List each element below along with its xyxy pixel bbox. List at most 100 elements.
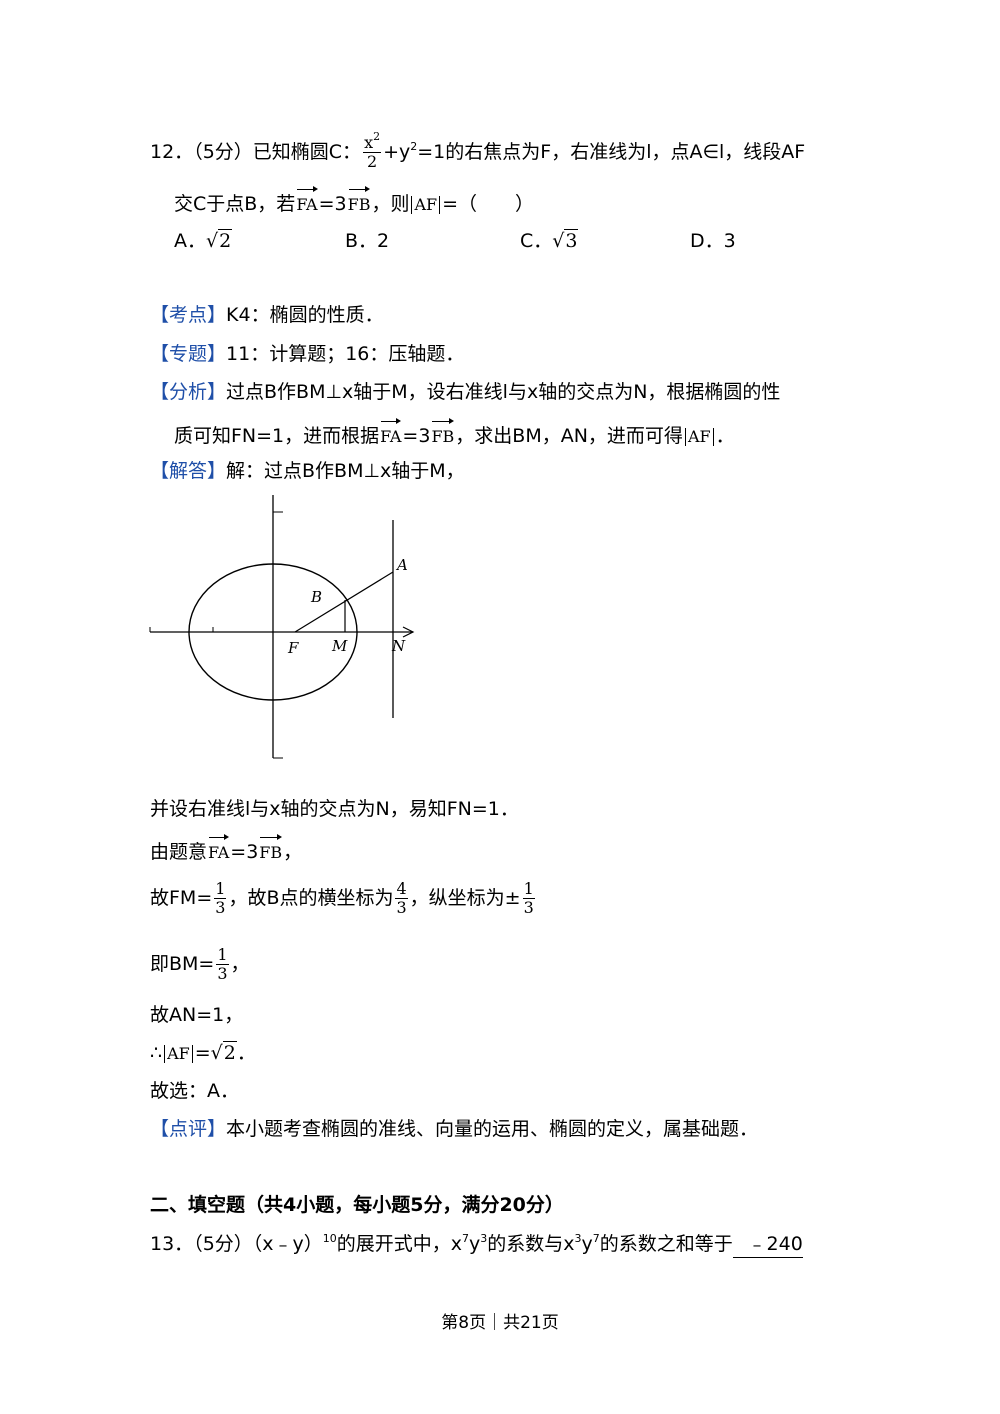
vector-fb: FB — [348, 186, 370, 218]
ellipse-fraction: x2 2 — [363, 131, 382, 171]
sol-l2b: ， — [283, 841, 303, 863]
frac-num: x — [364, 133, 374, 152]
abs-af: AF — [411, 196, 441, 214]
dianping-line: 【点评】本小题考查椭圆的准线、向量的运用、椭圆的定义，属基础题． — [150, 1116, 758, 1142]
sol-line5: 故AN=1， — [150, 1004, 244, 1026]
q13-d: 的系数与x — [487, 1233, 575, 1255]
label-b: B — [310, 588, 322, 606]
sol-l3b: ，故B点的横坐标为 — [228, 887, 394, 909]
sol-line6: ∴AF=√2． — [150, 1040, 256, 1066]
frac-den: 2 — [366, 152, 378, 171]
q12-stem-a: 已知椭圆C： — [252, 141, 362, 163]
zhuanti-line: 【专题】11：计算题；16：压轴题． — [150, 341, 464, 367]
q13-e3: 3 — [574, 1232, 582, 1245]
vector-fb: FB — [431, 418, 454, 450]
vector-fb: FB — [259, 834, 282, 866]
sol-line7: 故选：A． — [150, 1080, 239, 1102]
q12-stem-c: =1的右焦点为F，右准线为l，点A∈l，线段AF — [417, 141, 806, 163]
q12-option-a: A．√2 — [174, 228, 233, 254]
q13-e4: 7 — [592, 1232, 600, 1245]
kaodian-text: K4：椭圆的性质． — [226, 304, 384, 326]
sqrt-symbol: √2 — [206, 229, 233, 252]
q12-stem-b: +y — [383, 141, 411, 163]
fenxi-text2c: ． — [715, 425, 735, 447]
label-n: N — [391, 637, 406, 655]
q12-line2-a: 交C于点B，若 — [174, 193, 296, 215]
sol-l3a: 故FM= — [150, 887, 213, 909]
frac-den: 3 — [523, 898, 534, 917]
frac-num: 1 — [214, 879, 227, 899]
q13-e: y — [581, 1233, 593, 1255]
option-label: C． — [520, 230, 553, 252]
q12-number: 12． — [150, 141, 194, 163]
sqrt-symbol: √2 — [210, 1041, 237, 1064]
frac-den: 3 — [396, 898, 407, 917]
option-label: D． — [690, 230, 724, 252]
frac-num: 4 — [395, 879, 408, 899]
q13-number: 13． — [150, 1233, 194, 1255]
sol-l3c: ，纵坐标为± — [409, 887, 521, 909]
ellipse-curve — [188, 563, 358, 701]
label-f: F — [287, 639, 299, 657]
frac-num-exp: 2 — [373, 130, 381, 143]
q12-line2-c: =（ ） — [442, 193, 535, 215]
q13-f: 的系数之和等于 — [599, 1233, 733, 1255]
vector-fa: FA — [208, 834, 230, 866]
q13-a: （x﹣y） — [252, 1233, 323, 1255]
page-footer: 第8页｜共21页 — [441, 1313, 559, 1333]
jieda-text: 解：过点B作BM⊥x轴于M， — [226, 460, 465, 482]
fenxi-text2a: 质可知FN=1，进而根据 — [174, 425, 380, 447]
kaodian-tag: 【考点】 — [150, 304, 227, 326]
q12-option-c: C．√3 — [520, 228, 579, 254]
frac-num: 1 — [216, 945, 229, 965]
frac-den: 3 — [217, 964, 228, 983]
q13-line: 13．（5分）（x﹣y）10的展开式中，x7y3的系数与x3y7的系数之和等于﹣… — [150, 1231, 803, 1258]
q12-stem-b-exp: 2 — [410, 140, 418, 153]
q12-option-d: D．3 — [690, 228, 736, 254]
eq3: =3 — [318, 193, 347, 215]
vector-fa: FA — [380, 418, 402, 450]
q13-answer: ﹣240 — [732, 1231, 803, 1258]
sol-line1: 并设右准线l与x轴的交点为N，易知FN=1． — [150, 798, 519, 820]
eq3: =3 — [230, 841, 259, 863]
abs-af: AF — [164, 1045, 193, 1063]
fenxi-text2b: ，求出BM，AN，进而可得 — [455, 425, 683, 447]
q12-line2-b: ，则 — [371, 193, 410, 215]
dianping-tag: 【点评】 — [150, 1118, 227, 1140]
q13-score: （5分） — [193, 1233, 253, 1255]
ellipse-figure: A B F M N — [149, 495, 415, 759]
label-a: A — [395, 556, 408, 574]
q13-exp10: 10 — [322, 1232, 337, 1245]
therefore-symbol: ∴ — [150, 1042, 163, 1064]
q12-option-b: B．2 — [345, 228, 389, 254]
option-value: 2 — [377, 230, 390, 252]
section2-title: 二、填空题（共4小题，每小题5分，满分20分） — [150, 1194, 564, 1216]
jieda-line: 【解答】解：过点B作BM⊥x轴于M， — [150, 458, 465, 484]
label-m: M — [331, 637, 348, 655]
frac-den: 3 — [215, 898, 226, 917]
abs-af: AF — [684, 428, 714, 446]
zhuanti-text: 11：计算题；16：压轴题． — [226, 343, 465, 365]
option-value: 2 — [218, 229, 233, 252]
x-axis-arrow — [402, 626, 415, 638]
q13-e2: 3 — [480, 1232, 488, 1245]
q13-c: y — [469, 1233, 481, 1255]
eq3: =3 — [402, 425, 431, 447]
q12-score: （5分） — [193, 141, 253, 163]
fenxi-text1: 过点B作BM⊥x轴于M，设右准线l与x轴的交点为N，根据椭圆的性 — [226, 381, 781, 403]
vector-fa: FA — [296, 186, 318, 218]
sqrt-symbol: √3 — [552, 229, 579, 252]
sol-l2a: 由题意 — [150, 841, 208, 863]
segment-af — [294, 571, 394, 633]
option-label: A． — [174, 230, 206, 252]
fenxi-line1: 【分析】过点B作BM⊥x轴于M，设右准线l与x轴的交点为N，根据椭圆的性 — [150, 379, 780, 405]
